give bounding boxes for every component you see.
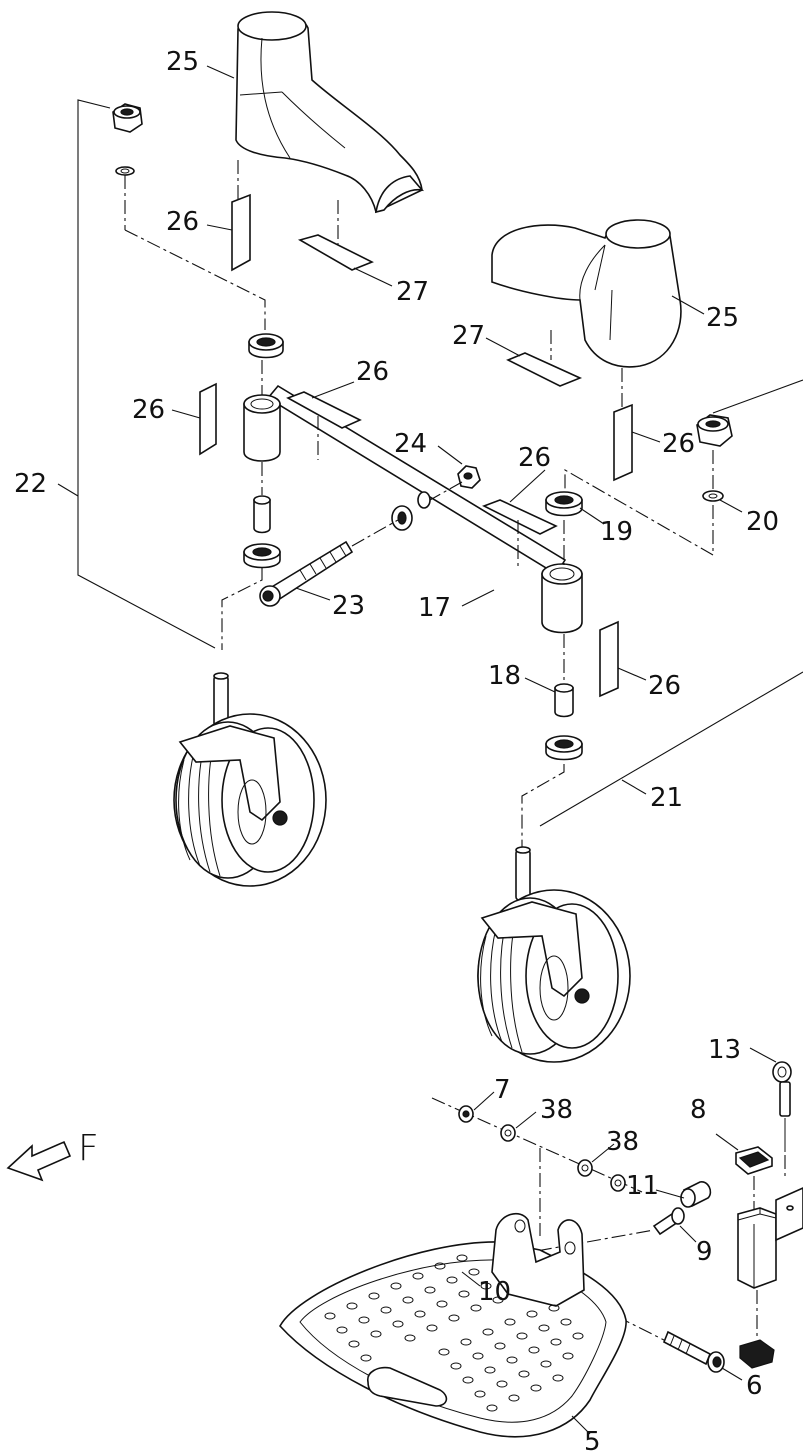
washer-20 <box>702 490 724 502</box>
callout-10: 10 <box>478 1277 511 1307</box>
callout-7: 7 <box>494 1075 511 1105</box>
decal-flat-27b <box>506 352 583 387</box>
caster-wheel-right <box>477 846 631 1063</box>
bolt-9 <box>652 1207 685 1236</box>
callout-20: 20 <box>746 507 779 537</box>
callout-26-axle-top: 26 <box>356 357 389 387</box>
callout-leaders <box>57 65 777 1435</box>
locknut-top-left <box>112 103 143 133</box>
nut-24 <box>457 465 481 489</box>
assembly-frame-22 <box>77 99 216 649</box>
callout-27-left: 27 <box>396 277 429 307</box>
callout-24: 24 <box>394 429 427 459</box>
footrest-plate-5 <box>279 1212 627 1438</box>
bottom-cap <box>739 1339 775 1369</box>
square-tube <box>737 1187 803 1289</box>
callout-6: 6 <box>746 1371 763 1401</box>
callout-25-right: 25 <box>706 303 739 333</box>
callout-26-axle-right: 26 <box>518 443 551 473</box>
callout-27-right: 27 <box>452 321 485 351</box>
spacer-11 <box>680 1181 712 1208</box>
callout-9: 9 <box>696 1237 713 1267</box>
bolt-23 <box>259 540 354 607</box>
washer-38b <box>577 1159 593 1177</box>
callout-17: 17 <box>418 593 451 623</box>
bearing-right-lower <box>545 735 583 761</box>
fender-cover-right <box>491 219 682 368</box>
callout-5: 5 <box>584 1427 601 1453</box>
callout-21: 21 <box>650 783 683 813</box>
bolt-6 <box>662 1330 725 1373</box>
locknut-right <box>696 414 733 447</box>
decal-strip-26f <box>599 620 619 698</box>
direction-arrow <box>6 1140 72 1182</box>
callout-11: 11 <box>626 1171 659 1201</box>
callout-26-axle-left: 26 <box>132 395 165 425</box>
washer-7 <box>458 1105 474 1123</box>
spacer-18 <box>554 683 574 718</box>
callout-38-lower: 38 <box>606 1127 639 1157</box>
callout-26-left-fender: 26 <box>166 207 199 237</box>
callout-26-right-fender: 26 <box>662 429 695 459</box>
decal-flat-26d <box>286 391 362 429</box>
callout-38-upper: 38 <box>540 1095 573 1125</box>
bearing-right-upper <box>545 491 583 517</box>
callout-19: 19 <box>600 517 633 547</box>
decal-strip-26b <box>613 403 633 482</box>
callout-26-lower-right: 26 <box>648 671 681 701</box>
assembly-frame-21 <box>539 379 803 827</box>
decal-strip-26a <box>231 193 251 272</box>
decal-flat-26e <box>482 499 558 535</box>
cap-8 <box>735 1146 773 1175</box>
bearing-left-lower <box>243 543 281 569</box>
spacer-left <box>253 495 271 534</box>
pin-13 <box>772 1061 792 1152</box>
callout-8: 8 <box>690 1095 707 1125</box>
washer-top-left <box>115 166 135 176</box>
decal-strip-26c <box>199 382 217 456</box>
direction-label: F <box>78 1128 99 1169</box>
washer-38a <box>500 1124 516 1142</box>
callout-labels: 25 26 27 25 27 26 26 22 24 26 26 19 20 2… <box>14 47 779 1453</box>
bearing-left-upper <box>248 333 284 359</box>
callout-22: 22 <box>14 469 47 499</box>
fender-cover-left <box>235 11 425 214</box>
washer-plain <box>610 1174 626 1192</box>
callout-25-left: 25 <box>166 47 199 77</box>
callout-18: 18 <box>488 661 521 691</box>
axle-beam-17 <box>243 384 583 634</box>
callout-23: 23 <box>332 591 365 621</box>
decal-flat-27a <box>297 234 374 271</box>
callout-13: 13 <box>708 1035 741 1065</box>
caster-wheel-left <box>173 672 327 887</box>
